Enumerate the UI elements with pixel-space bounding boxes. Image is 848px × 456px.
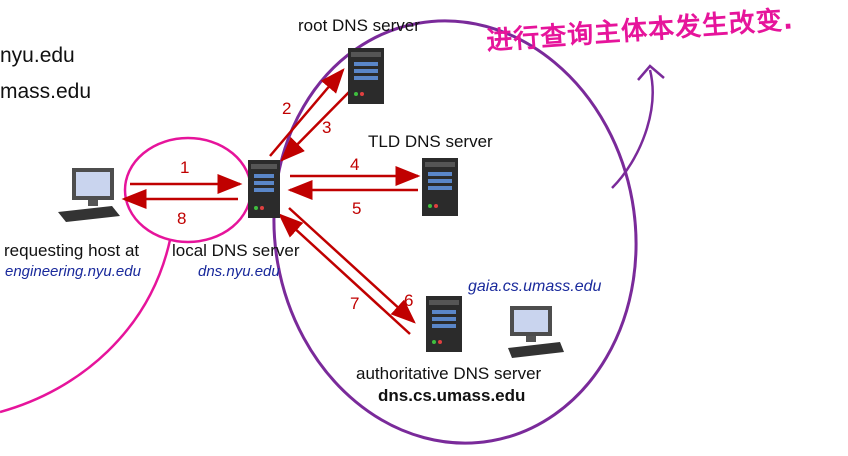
root-dns-label: root DNS server	[298, 16, 420, 35]
local-dns-label: local DNS server	[172, 241, 300, 260]
arrow-6	[288, 207, 416, 324]
step-8-label: 8	[177, 209, 187, 228]
partial-domain-line-2: mass.edu	[0, 80, 92, 103]
desktop-computer-icon-requesting	[58, 168, 120, 222]
requesting-host-domain: engineering.nyu.edu	[5, 263, 141, 280]
tld-dns-label: TLD DNS server	[368, 132, 493, 151]
arrow-2	[269, 68, 345, 157]
server-icon-local	[248, 160, 280, 218]
authoritative-dns-domain: dns.cs.umass.edu	[378, 386, 526, 405]
arrow-7	[278, 213, 411, 335]
iterated-query-ellipse	[272, 19, 638, 445]
annotation-pointer-curve	[611, 69, 654, 189]
gaia-host-domain: gaia.cs.umass.edu	[468, 278, 602, 295]
step-1-label: 1	[180, 158, 190, 177]
desktop-computer-icon-gaia	[508, 306, 564, 358]
recursive-query-circle	[123, 136, 253, 244]
local-dns-domain: dns.nyu.edu	[198, 263, 280, 280]
step-6-label: 6	[404, 291, 414, 310]
step-4-label: 4	[350, 155, 360, 174]
step-3-label: 3	[322, 118, 332, 137]
step-5-label: 5	[352, 199, 362, 218]
server-icon-root	[348, 48, 384, 104]
pink-annotation-curve	[0, 239, 172, 414]
requesting-host-label: requesting host at	[4, 241, 140, 260]
arrow-3	[280, 85, 356, 162]
step-7-label: 7	[350, 294, 360, 313]
partial-domain-line-1: nyu.edu	[0, 44, 75, 67]
step-2-label: 2	[282, 99, 292, 118]
authoritative-dns-label: authoritative DNS server	[356, 364, 542, 383]
server-icon-authoritative	[426, 296, 462, 352]
server-icon-tld	[422, 158, 458, 216]
